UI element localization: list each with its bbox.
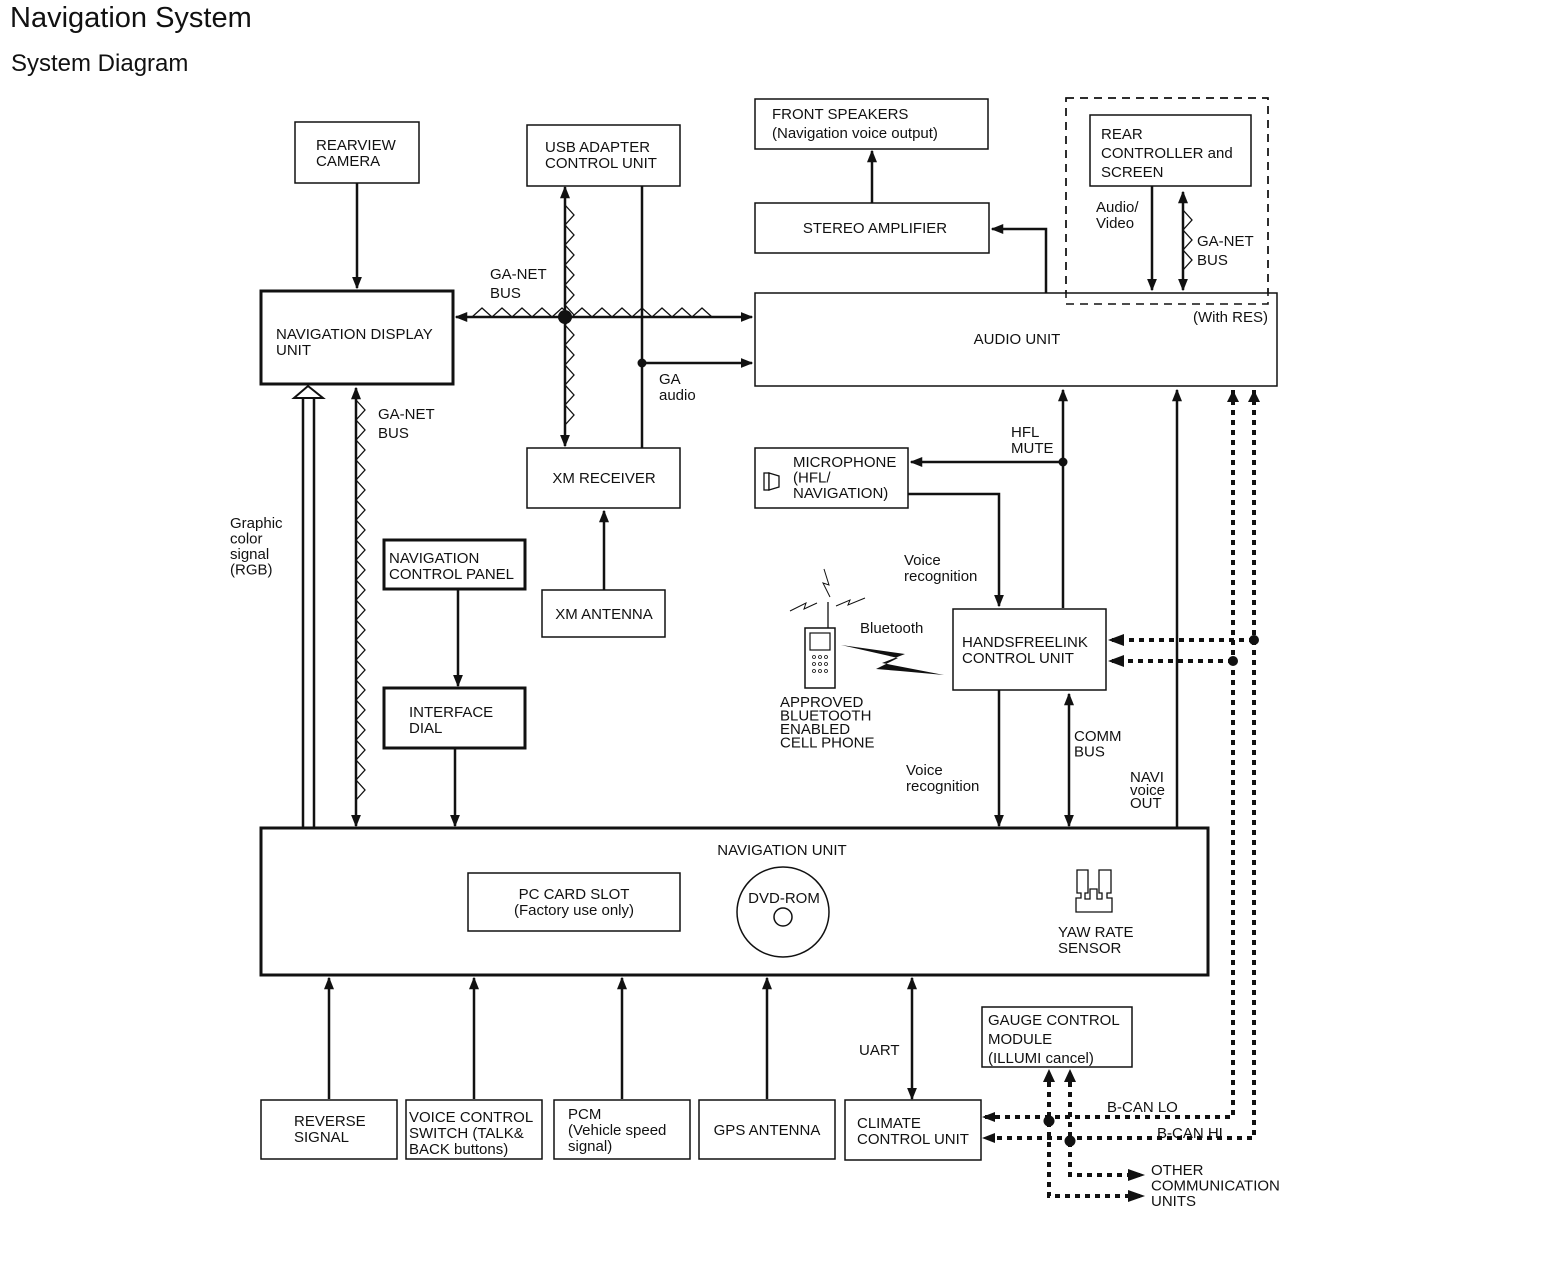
rearview-camera-box (294, 121, 420, 184)
zigzag-horizontal-bus (471, 307, 713, 318)
b-can-hi-label: B-CAN HI (1157, 1125, 1223, 1142)
zigzag-rear-bus (1182, 209, 1193, 271)
cell-phone-icon (804, 602, 836, 689)
bus-junction-dot (558, 310, 572, 324)
interface-dial-box (382, 686, 527, 750)
gauge-control-module-box (981, 1006, 1133, 1068)
microphone-icon (763, 472, 780, 491)
rear-controller-box (1089, 114, 1252, 187)
signal-waves-icon (789, 568, 866, 612)
pc-card-slot-box (467, 872, 681, 932)
dvd-rom-icon (736, 866, 830, 958)
microphone-box (754, 447, 909, 509)
dvd-rom-label: DVD-ROM (748, 890, 820, 907)
zigzag-display-nav-bus (355, 399, 366, 801)
bluetooth-label: Bluetooth (860, 620, 923, 637)
wire-audio-to-amp (990, 224, 1048, 293)
microphone-label: MICROPHONE(HFL/NAVIGATION) (793, 454, 896, 502)
xm-receiver-box (526, 447, 681, 509)
stereo-amplifier-box (754, 202, 990, 254)
b-can-gauge-hi (1068, 1082, 1140, 1177)
handsfreelink-box (952, 608, 1107, 691)
pcm-box (553, 1099, 691, 1160)
navigation-control-panel-box (382, 538, 527, 591)
navigation-unit-box (259, 826, 1210, 977)
gps-antenna-label: GPS ANTENNA (714, 1122, 821, 1139)
page-title: Navigation System (10, 2, 252, 34)
page-subtitle: System Diagram (11, 50, 189, 77)
wire-mic-voice (908, 492, 1004, 608)
xm-receiver-label: XM RECEIVER (552, 470, 656, 487)
ga-net-zigzags (355, 204, 1193, 801)
xm-antenna-label: XM ANTENNA (555, 606, 653, 623)
zigzag-vertical-bus (564, 204, 575, 426)
uart-label: UART (859, 1042, 900, 1059)
audio-unit-label: AUDIO UNIT (974, 331, 1061, 348)
navigation-display-box (259, 289, 455, 386)
pc-card-slot-label: PC CARD SLOT(Factory use only) (514, 886, 634, 919)
front-speakers-label: FRONT SPEAKERS(Navigation voice output) (772, 106, 938, 142)
xm-antenna-box (541, 589, 666, 638)
b-can-lo-label: B-CAN LO (1107, 1099, 1178, 1116)
navigation-unit-label: NAVIGATION UNIT (717, 842, 846, 859)
yaw-rate-sensor-icon (1075, 869, 1113, 913)
audio-video-label: Audio/Video (1096, 199, 1139, 232)
gps-antenna-box (698, 1099, 836, 1160)
stereo-amplifier-label: STEREO AMPLIFIER (803, 220, 947, 237)
voice-control-switch-box (405, 1099, 543, 1160)
climate-control-box (844, 1099, 982, 1161)
front-speakers-box (754, 98, 989, 150)
b-can-lo-line (985, 390, 1235, 1119)
b-can-gauge-lo (1047, 1082, 1140, 1198)
bluetooth-bolt-icon (841, 645, 944, 675)
audio-unit-note: (With RES) (1193, 309, 1268, 326)
reverse-signal-box (260, 1099, 398, 1160)
rgb-hollow-arrow (291, 384, 326, 829)
audio-unit-box (754, 292, 1278, 387)
wires (291, 149, 1260, 1202)
usb-adapter-box (526, 124, 681, 187)
